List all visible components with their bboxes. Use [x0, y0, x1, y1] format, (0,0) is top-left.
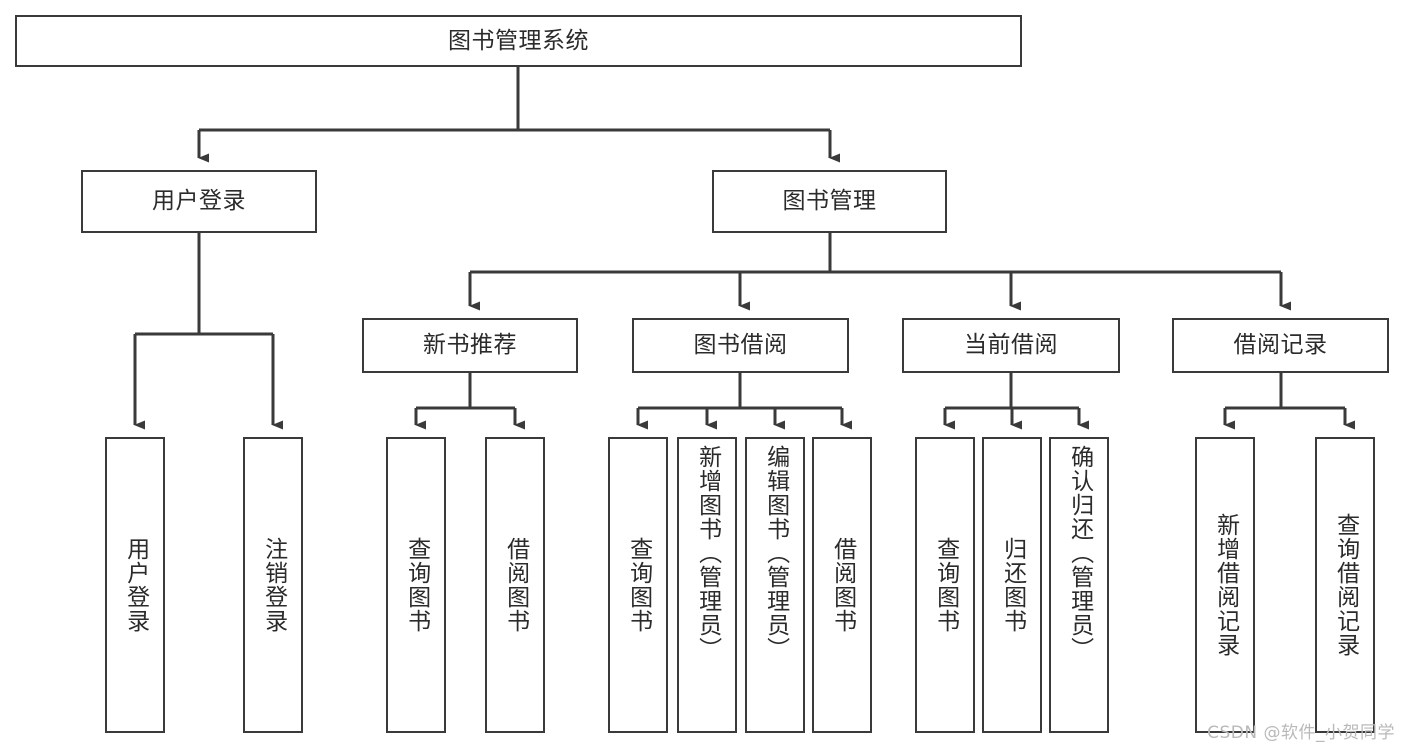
node-label: 借阅记录 [1233, 332, 1328, 359]
node-label: 新增借阅记录 [1212, 513, 1239, 657]
node-label: 借阅图书 [502, 537, 529, 633]
node-leaf-query-borrow-record[interactable]: 查询借阅记录 [1315, 437, 1375, 733]
node-label: 注销登录 [260, 537, 287, 633]
node-leaf-return-book[interactable]: 归还图书 [982, 437, 1042, 733]
node-new-book-rec[interactable]: 新书推荐 [362, 318, 578, 373]
node-leaf-query-book-borrow[interactable]: 查询图书 [608, 437, 668, 733]
node-user-login[interactable]: 用户登录 [81, 170, 317, 233]
node-label: 新增图书（管理员） [694, 445, 721, 661]
node-leaf-logout[interactable]: 注销登录 [243, 437, 303, 733]
node-borrow-record[interactable]: 借阅记录 [1172, 318, 1389, 373]
node-label: 图书管理系统 [448, 27, 589, 54]
node-label: 查询图书 [625, 537, 652, 633]
node-leaf-query-book-newbook[interactable]: 查询图书 [386, 437, 446, 733]
node-label: 归还图书 [999, 537, 1026, 633]
csdn-watermark: CSDN @软件_小贺同学 [1207, 723, 1395, 743]
node-leaf-query-book-current[interactable]: 查询图书 [915, 437, 975, 733]
node-leaf-add-book-admin[interactable]: 新增图书（管理员） [677, 437, 737, 733]
node-label: 查询图书 [932, 537, 959, 633]
node-leaf-add-borrow-record[interactable]: 新增借阅记录 [1195, 437, 1255, 733]
node-label: 当前借阅 [964, 332, 1058, 359]
node-label: 用户登录 [152, 188, 246, 215]
node-leaf-user-login[interactable]: 用户登录 [105, 437, 165, 733]
node-label: 查询借阅记录 [1332, 513, 1359, 657]
node-leaf-borrow-book-borrow[interactable]: 借阅图书 [812, 437, 872, 733]
node-label: 借阅图书 [829, 537, 856, 633]
node-label: 确认归还（管理员） [1066, 445, 1093, 661]
node-label: 新书推荐 [423, 332, 517, 359]
node-root-system[interactable]: 图书管理系统 [15, 15, 1022, 67]
node-label: 图书借阅 [693, 332, 788, 359]
node-leaf-edit-book-admin[interactable]: 编辑图书（管理员） [745, 437, 805, 733]
node-label: 图书管理 [782, 188, 877, 215]
node-current-borrow[interactable]: 当前借阅 [902, 318, 1120, 373]
node-book-manage[interactable]: 图书管理 [712, 170, 947, 233]
node-label: 用户登录 [122, 537, 149, 633]
node-label: 编辑图书（管理员） [762, 445, 789, 661]
node-book-borrow[interactable]: 图书借阅 [632, 318, 849, 373]
node-label: 查询图书 [403, 537, 430, 633]
node-leaf-confirm-return-admin[interactable]: 确认归还（管理员） [1049, 437, 1109, 733]
node-leaf-borrow-book-newbook[interactable]: 借阅图书 [485, 437, 545, 733]
